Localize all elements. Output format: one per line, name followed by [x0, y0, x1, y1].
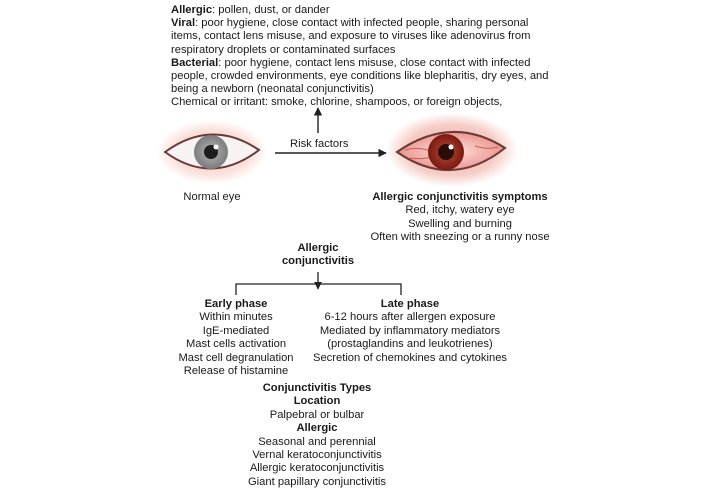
risk-allergic: Allergic: pollen, dust, or dander [171, 4, 330, 16]
late-item: Secretion of chemokines and cytokines [312, 351, 508, 364]
risk-bacterial: Bacterial: poor hygiene, contact lens mi… [171, 56, 531, 69]
risk-chemical: Chemical or irritant: smoke, chlorine, s… [171, 96, 503, 109]
allergic-type-item: Allergic keratoconjunctivitis [249, 462, 385, 475]
allergic-type-item: Giant papillary conjunctivitis [247, 475, 387, 488]
location-value: Palpebral or bulbar [269, 408, 365, 421]
center-title: Allergic conjunctivitis [268, 242, 368, 269]
allergic-type-item: Seasonal and perennial [258, 435, 376, 448]
late-phase-title: Late phase [380, 298, 440, 310]
symptom-item: Red, itchy, watery eye [405, 204, 515, 217]
risk-viral-line3: respiratory droplets or contaminated sur… [171, 43, 396, 56]
center-title-line2: conjunctivitis [281, 255, 355, 268]
symptom-item: Swelling and burning [408, 217, 512, 230]
symptom-item: Often with sneezing or a runny nose [370, 231, 550, 244]
symptoms-title: Allergic conjunctivitis symptoms [372, 191, 548, 203]
early-item: Mast cell degranulation [178, 351, 294, 364]
phase-bracket [235, 272, 402, 295]
early-item: Within minutes [199, 311, 273, 324]
risk-viral-line2: items, contact lens misuse, and exposure… [171, 30, 531, 43]
early-item: Release of histamine [183, 365, 289, 378]
risk-factors-block: Allergic: pollen, dust, or dander Viral:… [171, 4, 571, 110]
allergic-type-item: Vernal keratoconjunctivitis [252, 449, 382, 462]
normal-eye-icon [157, 120, 267, 184]
allergic-eye-icon [386, 113, 518, 187]
early-phase-block: Early phase Within minutes IgE-mediated … [166, 298, 306, 378]
center-title-line1: Allergic [297, 242, 339, 254]
types-block: Conjunctivitis Types Location Palpebral … [232, 382, 402, 489]
early-item: Mast cells activation [185, 338, 287, 351]
risk-viral: Viral: poor hygiene, close contact with … [171, 17, 529, 30]
late-item: 6-12 hours after allergen exposure [324, 311, 496, 324]
late-phase-block: Late phase 6-12 hours after allergen exp… [304, 298, 516, 365]
early-item: IgE-mediated [202, 324, 270, 337]
late-item: (prostaglandins and leukotrienes) [327, 338, 493, 351]
risk-bacterial-line3: being a newborn (neonatal conjunctivitis… [171, 83, 374, 96]
early-phase-title: Early phase [204, 298, 268, 310]
late-item: Mediated by inflammatory mediators [319, 324, 501, 337]
allergic-types-title: Allergic [296, 422, 338, 435]
location-title: Location [293, 395, 341, 408]
normal-eye-label: Normal eye [183, 191, 241, 203]
risk-factors-label: Risk factors [290, 138, 349, 150]
types-title: Conjunctivitis Types [262, 382, 372, 394]
symptoms-block: Allergic conjunctivitis symptoms Red, it… [336, 191, 584, 245]
risk-bacterial-line2: people, crowded environments, eye condit… [171, 70, 549, 83]
